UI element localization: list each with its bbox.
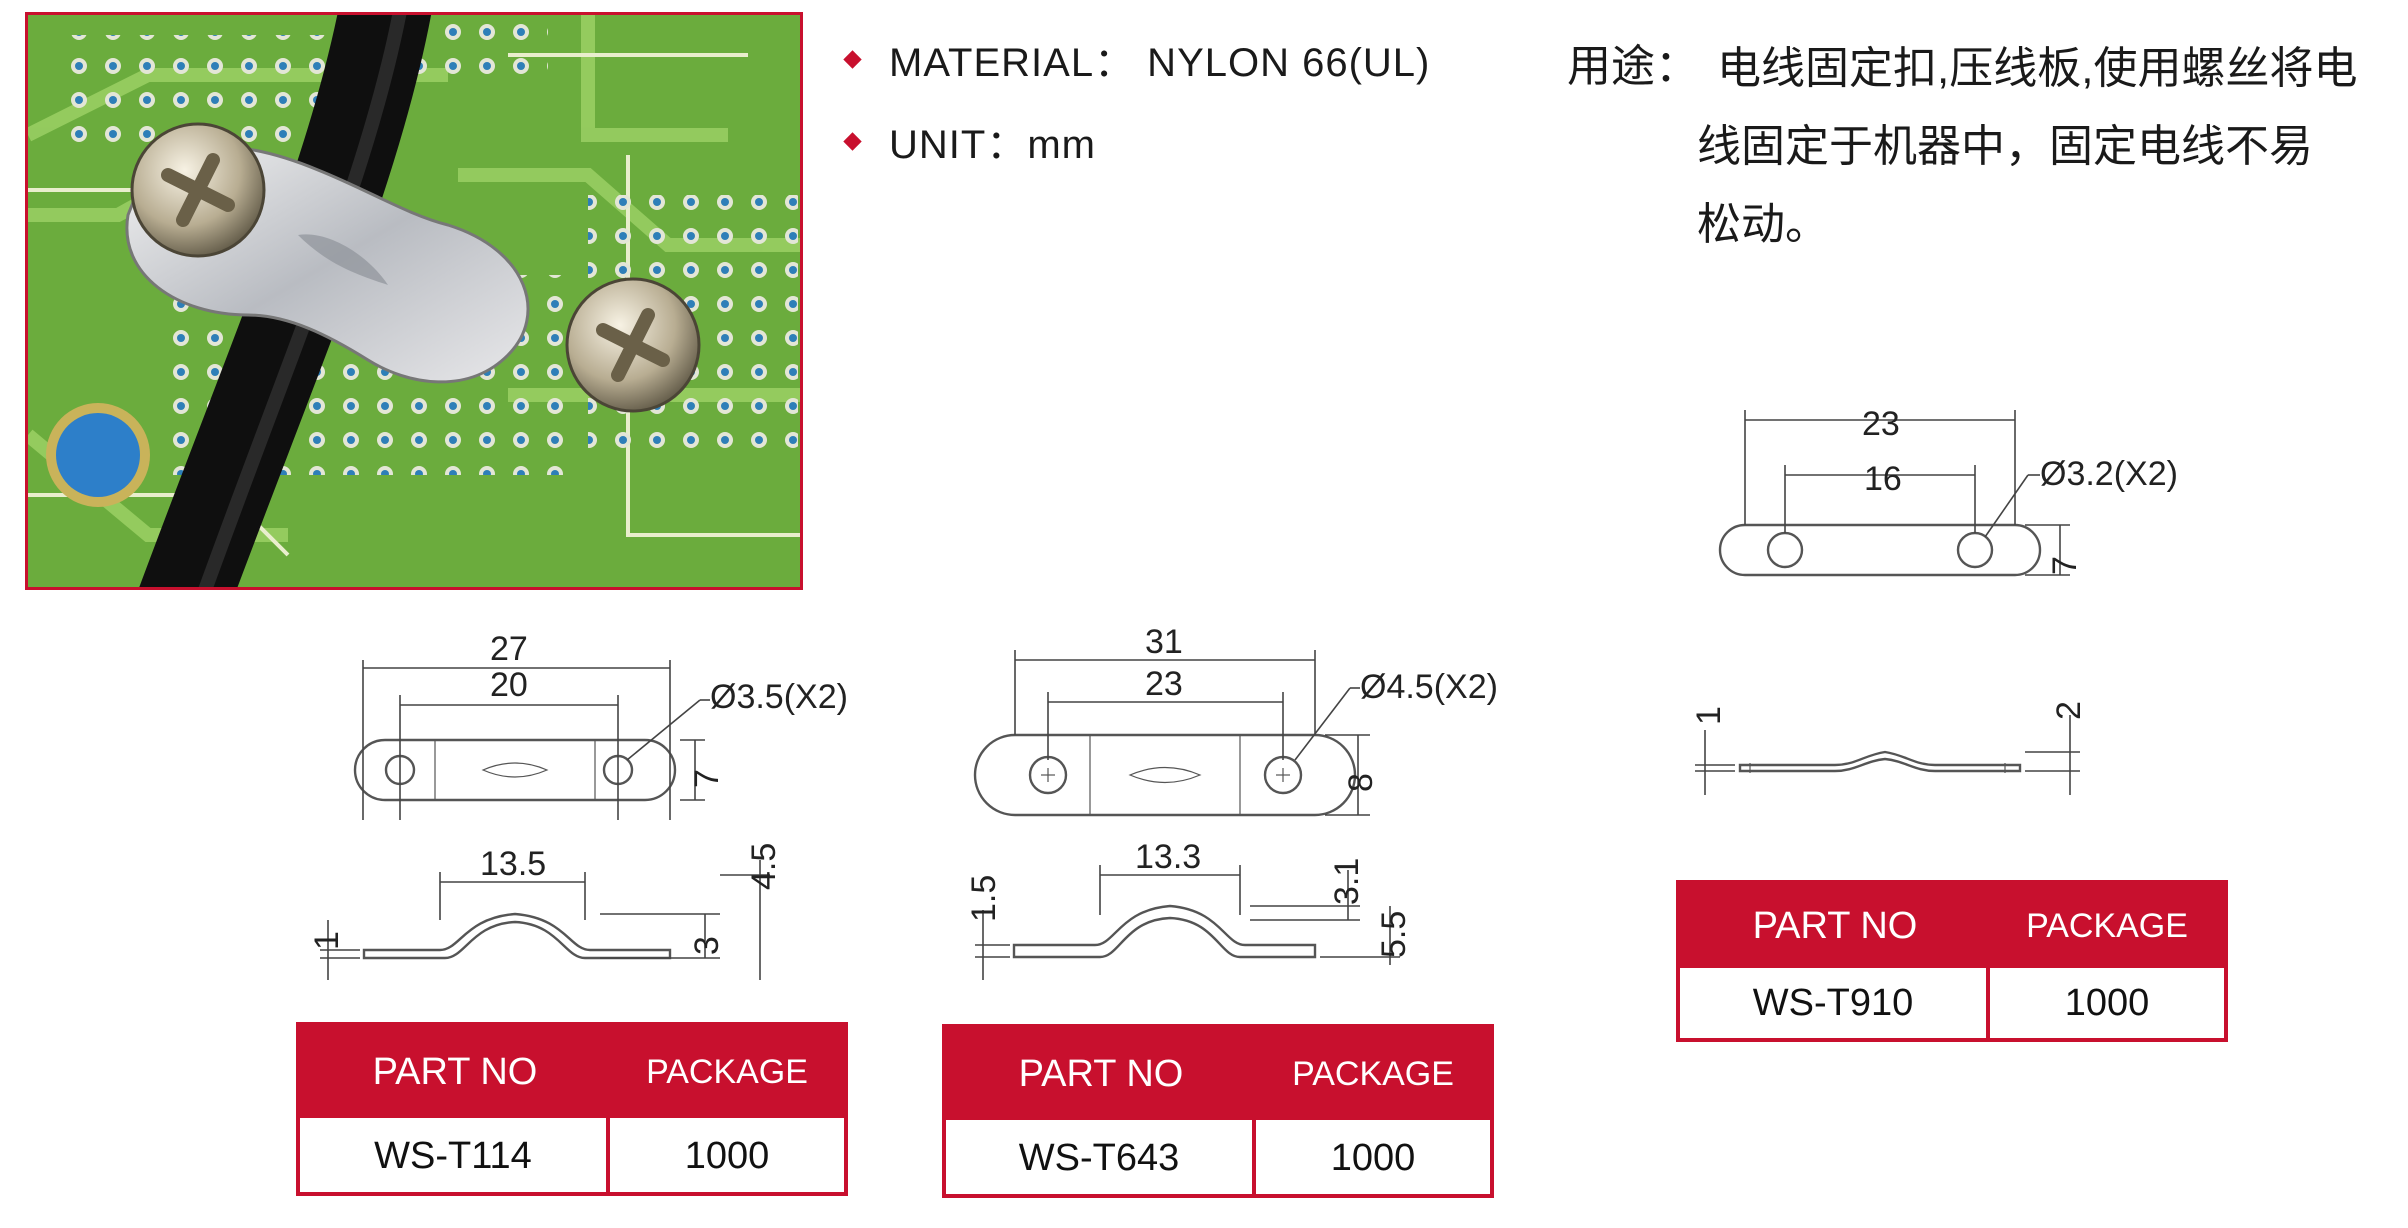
t643-total-height-dim: 5.5 [1375, 911, 1413, 958]
usage-description: 电线固定扣,压线板,使用螺丝将电 线固定于机器中，固定电线不易 松动。 [1697, 30, 2397, 264]
drawing-ws-t910: 23 16 Ø3.2(X2) 7 1 2 [1690, 405, 2178, 795]
usage-line-2: 线固定于机器中，固定电线不易 [1697, 122, 2313, 171]
t643-inner-height-dim: 3.1 [1328, 858, 1366, 905]
t114-thickness-dim: 1 [308, 931, 346, 950]
t643-thickness-dim: 1.5 [965, 875, 1003, 922]
t114-arch-span-dim: 13.5 [480, 845, 546, 883]
t643-hole-spacing-dim: 23 [1145, 665, 1183, 703]
t643-top-view: 31 23 Ø4.5(X2) 8 [973, 623, 1498, 817]
t910-thickness-dim: 1 [1690, 706, 1728, 725]
t910-overall-dim: 23 [1862, 405, 1900, 443]
t643-width-dim: 8 [1342, 773, 1380, 792]
pcb-cable-clamp-illustration [28, 15, 800, 587]
usage-line-1: 电线固定扣,压线板,使用螺丝将电 [1717, 44, 2358, 93]
material-text: MATERIAL： NYLON 66(UL) [889, 41, 1431, 85]
table-header: PART NO PACKAGE [300, 1026, 844, 1118]
t910-width-dim: 7 [2046, 556, 2084, 575]
unit-text: UNIT：mm [889, 123, 1096, 167]
t114-side-view: 13.5 1 3 4.5 [308, 843, 783, 980]
diamond-bullet-icon [843, 49, 862, 69]
part-no-cell: WS-T910 [1680, 968, 1990, 1038]
t114-width-dim: 7 [688, 769, 726, 788]
t910-total-height-dim: 2 [2050, 701, 2088, 720]
t114-arch-height-dim: 3 [688, 936, 726, 955]
spec-material: MATERIAL： NYLON 66(UL) [843, 30, 1431, 88]
table-header: PART NO PACKAGE [1680, 884, 2224, 968]
drawing-ws-t643: 31 23 Ø4.5(X2) 8 13.3 1.5 3.1 5.5 [965, 623, 1498, 980]
t643-arch-span-dim: 13.3 [1135, 838, 1201, 876]
table-header: PART NO PACKAGE [946, 1028, 1490, 1120]
t910-top-view: 23 16 Ø3.2(X2) 7 [1718, 405, 2178, 577]
spec-unit: UNIT：mm [843, 112, 1096, 170]
header-package: PACKAGE [646, 1052, 808, 1091]
t910-hole-dim: Ø3.2(X2) [2040, 455, 2178, 493]
t114-hole-spacing-dim: 20 [490, 666, 528, 704]
table-ws-t910: PART NO PACKAGE WS-T910 1000 [1676, 880, 2228, 1042]
package-cell: 1000 [684, 1134, 770, 1177]
t114-hole-dim: Ø3.5(X2) [710, 678, 848, 716]
header-part-no: PART NO [372, 1050, 538, 1093]
drawing-ws-t114: 27 20 Ø3.5(X2) 7 13.5 1 3 4.5 [308, 630, 848, 980]
t114-total-height-dim: 4.5 [745, 843, 783, 890]
table-row: WS-T643 1000 [946, 1120, 1490, 1196]
package-cell: 1000 [1330, 1136, 1416, 1179]
part-no-cell: WS-T643 [946, 1120, 1256, 1196]
table-row: WS-T114 1000 [300, 1118, 844, 1194]
t910-hole-spacing-dim: 16 [1864, 460, 1902, 498]
t643-side-view: 13.3 1.5 3.1 5.5 [965, 838, 1413, 980]
product-photo [25, 12, 803, 590]
package-cell: 1000 [2064, 981, 2150, 1024]
usage-line-3: 松动。 [1697, 200, 1829, 249]
usage-label: 用途： [1567, 42, 1699, 91]
table-row: WS-T910 1000 [1680, 968, 2224, 1038]
header-package: PACKAGE [1292, 1054, 1454, 1093]
t114-overall-dim: 27 [490, 630, 528, 668]
part-no-cell: WS-T114 [300, 1118, 610, 1194]
header-part-no: PART NO [1752, 904, 1918, 947]
t910-side-view: 1 2 [1690, 701, 2088, 795]
diamond-bullet-icon [843, 131, 862, 151]
header-package: PACKAGE [2026, 906, 2188, 945]
t643-overall-dim: 31 [1145, 623, 1183, 661]
table-ws-t643: PART NO PACKAGE WS-T643 1000 [942, 1024, 1494, 1198]
t114-top-view: 27 20 Ø3.5(X2) 7 [353, 630, 848, 820]
t643-hole-dim: Ø4.5(X2) [1360, 668, 1498, 706]
header-part-no: PART NO [1018, 1052, 1184, 1095]
table-ws-t114: PART NO PACKAGE WS-T114 1000 [296, 1022, 848, 1196]
